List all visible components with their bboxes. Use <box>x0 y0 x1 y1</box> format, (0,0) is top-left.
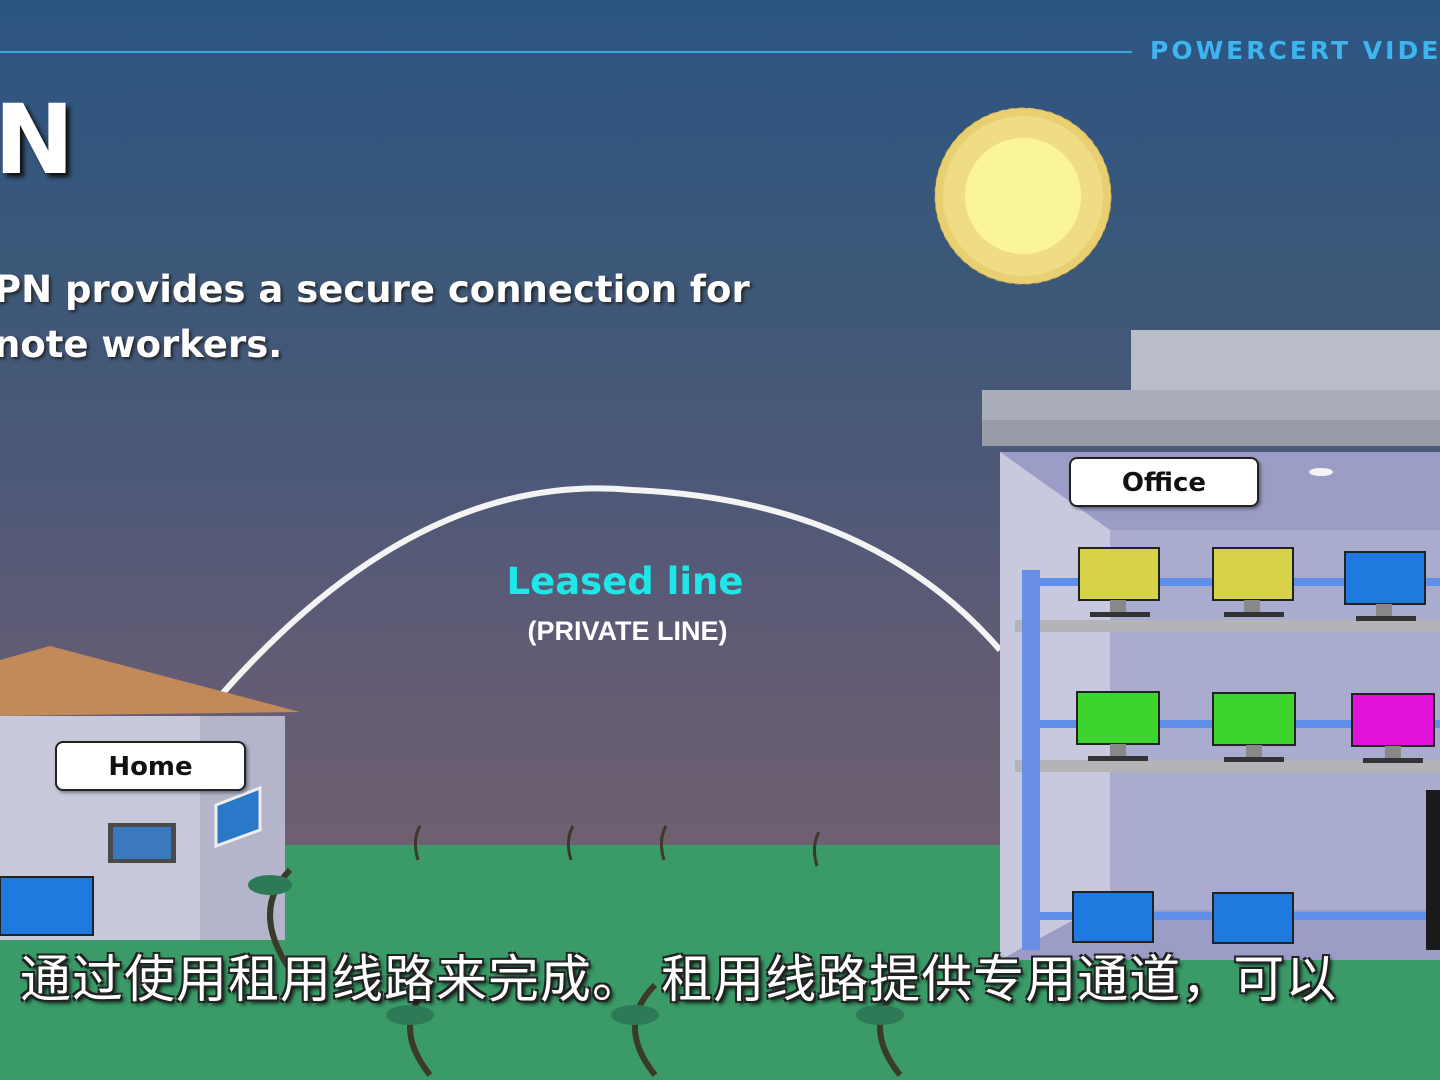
header-rule <box>0 51 1132 53</box>
office-monitor-4 <box>1076 691 1160 761</box>
sun-icon <box>934 107 1112 285</box>
office-monitor-3 <box>1344 551 1426 621</box>
office-monitor-2 <box>1212 547 1294 617</box>
slide-title: N <box>0 84 75 196</box>
subtitle-caption: 通过使用租用线路来完成。 租用线路提供专用通道，可以 <box>20 951 1338 1010</box>
home-label: Home <box>55 741 246 791</box>
slide-description: PN provides a secure connection for note… <box>0 262 750 372</box>
brand-watermark: POWERCERT VIDE <box>1150 36 1440 65</box>
office-monitor-1 <box>1078 547 1160 617</box>
leased-line-arc <box>219 485 1003 696</box>
home-monitor <box>0 876 94 936</box>
description-line-2: note workers. <box>0 323 283 366</box>
office-label: Office <box>1069 457 1259 507</box>
private-line-label: (PRIVATE LINE) <box>527 616 728 646</box>
office-monitor-5 <box>1212 692 1296 762</box>
office-monitor-8 <box>1212 892 1294 944</box>
description-line-1: PN provides a secure connection for <box>0 268 750 311</box>
office-monitor-7 <box>1072 891 1154 943</box>
office-building <box>982 330 1440 960</box>
plant-icon <box>248 825 904 1077</box>
office-monitor-6 <box>1351 693 1435 763</box>
leased-line-label: Leased line <box>506 560 744 603</box>
